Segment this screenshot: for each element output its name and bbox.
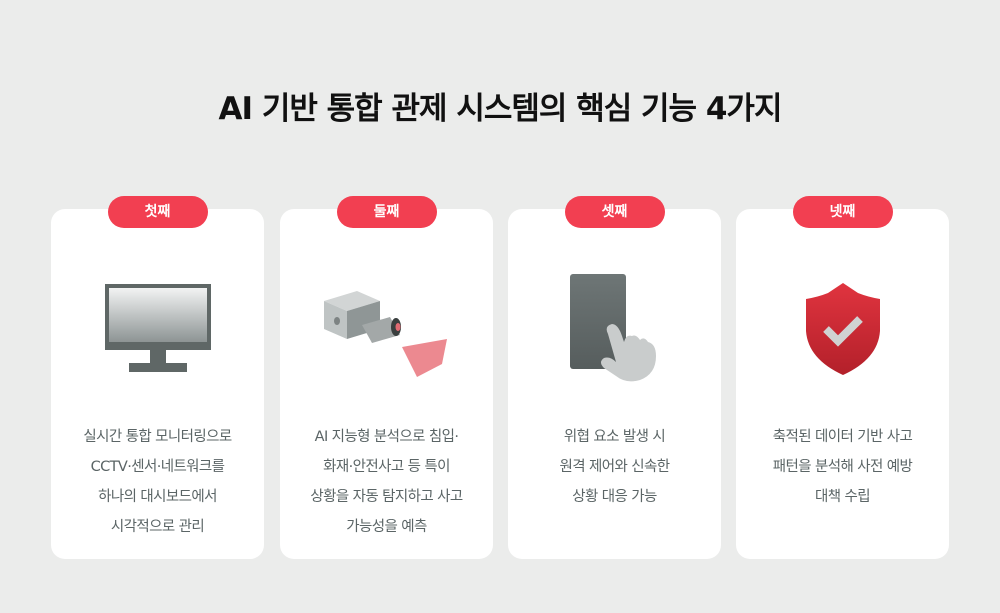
shield-check-icon (736, 269, 949, 389)
security-camera-icon (280, 269, 493, 389)
feature-description: AI 지능형 분석으로 침입· 화재·안전사고 등 특이 상황을 자동 탐지하고… (310, 429, 463, 535)
feature-badge: 넷째 (792, 196, 893, 228)
feature-badge: 셋째 (564, 196, 665, 228)
page-title: AI 기반 통합 관제 시스템의 핵심 기능 4가지 (218, 91, 783, 127)
tablet-touch-icon (508, 269, 721, 389)
feature-card-1: 첫째 실시간 통합 모니터링으로 CCTV·센서·네트워크를 하나의 대시보드에… (51, 196, 264, 559)
feature-description: 실시간 통합 모니터링으로 CCTV·센서·네트워크를 하나의 대시보드에서 시… (83, 429, 232, 535)
feature-badge: 첫째 (107, 196, 208, 228)
monitor-icon (51, 269, 264, 389)
feature-description: 축적된 데이터 기반 사고 패턴을 분석해 사전 예방 대책 수립 (772, 429, 913, 505)
feature-badge: 둘째 (336, 196, 437, 228)
feature-card-4: 넷째 축적된 데이터 기반 사고 패턴을 분석해 사전 예방 대책 수립 (736, 196, 949, 559)
feature-card-2: 둘째 AI 지능형 분석으로 침입· 화재·안전사고 등 특이 상황을 자동 탐… (280, 196, 493, 559)
feature-card-3: 셋째 위협 요소 발생 시 원격 제어와 신속한 상황 대응 가능 (508, 196, 721, 559)
feature-description: 위협 요소 발생 시 원격 제어와 신속한 상황 대응 가능 (559, 429, 671, 505)
